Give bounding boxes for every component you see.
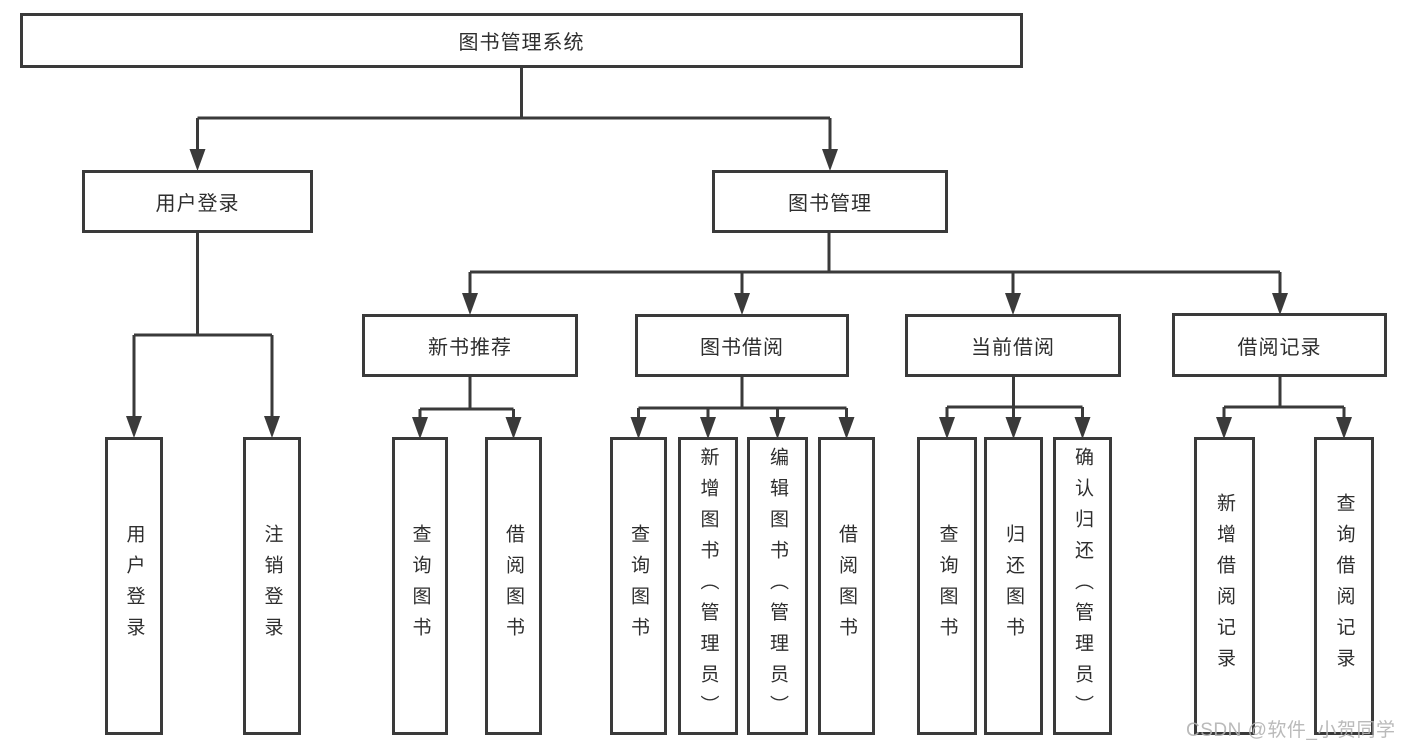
- leaf-label: 查询图书: [936, 524, 958, 648]
- node-book-borrowing: 图书借阅: [635, 314, 849, 377]
- leaf-return-books: 归还图书: [984, 437, 1043, 735]
- node-label: 图书管理系统: [458, 32, 585, 54]
- leaf-label: 新增借阅记录: [1214, 493, 1235, 679]
- leaf-borrow-books-2: 借阅图书: [818, 437, 875, 735]
- leaf-label: 查询图书: [628, 524, 649, 648]
- node-borrowing-records: 借阅记录: [1172, 313, 1387, 377]
- connector-book-management-to-sections: [462, 233, 1288, 315]
- node-label: 借阅记录: [1237, 336, 1322, 359]
- leaf-label: 借阅图书: [503, 524, 524, 648]
- node-label: 新书推荐: [428, 337, 512, 359]
- connector-new-book-recommendation-to-leaves: [412, 377, 522, 439]
- node-label: 图书管理: [788, 193, 872, 215]
- leaf-query-books-1: 查询图书: [392, 437, 448, 735]
- leaf-label: 查询图书: [409, 524, 431, 648]
- csdn-watermark: CSDN @软件_小贺同学: [1186, 720, 1396, 741]
- leaf-label: 用户登录: [123, 524, 145, 648]
- leaf-label: 归还图书: [1003, 524, 1024, 648]
- connector-root-to-level2: [189, 68, 838, 171]
- leaf-logout: 注销登录: [243, 437, 301, 735]
- node-user-login: 用户登录: [82, 170, 313, 233]
- leaf-query-books-2: 查询图书: [610, 437, 667, 735]
- leaf-label: 查询借阅记录: [1333, 493, 1355, 679]
- leaf-label: 注销登录: [261, 524, 283, 648]
- leaf-label: 编辑图书（管理员）: [767, 446, 788, 726]
- leaf-borrow-books-1: 借阅图书: [485, 437, 542, 735]
- node-current-borrowing: 当前借阅: [905, 314, 1121, 377]
- leaf-confirm-return-admin: 确认归还（管理员）: [1053, 437, 1112, 735]
- connector-book-borrowing-to-leaves: [630, 377, 855, 439]
- leaf-label: 借阅图书: [836, 524, 857, 648]
- connector-current-borrowing-to-leaves: [939, 377, 1091, 439]
- leaf-add-book-admin: 新增图书（管理员）: [678, 437, 738, 735]
- node-label: 当前借阅: [971, 337, 1055, 359]
- leaf-add-borrow-record: 新增借阅记录: [1194, 437, 1255, 735]
- connector-user-login-to-leaves: [126, 233, 280, 438]
- leaf-label: 确认归还（管理员）: [1072, 446, 1093, 726]
- node-library-management-system: 图书管理系统: [20, 13, 1023, 68]
- node-book-management: 图书管理: [712, 170, 948, 233]
- node-new-book-recommendation: 新书推荐: [362, 314, 578, 377]
- leaf-query-borrow-record: 查询借阅记录: [1314, 437, 1374, 735]
- node-label: 图书借阅: [700, 337, 784, 359]
- leaf-query-books-3: 查询图书: [917, 437, 977, 735]
- leaf-edit-book-admin: 编辑图书（管理员）: [747, 437, 808, 735]
- leaf-user-login: 用户登录: [105, 437, 163, 735]
- node-label: 用户登录: [155, 193, 240, 215]
- connector-borrowing-records-to-leaves: [1216, 377, 1352, 439]
- leaf-label: 新增图书（管理员）: [697, 446, 719, 726]
